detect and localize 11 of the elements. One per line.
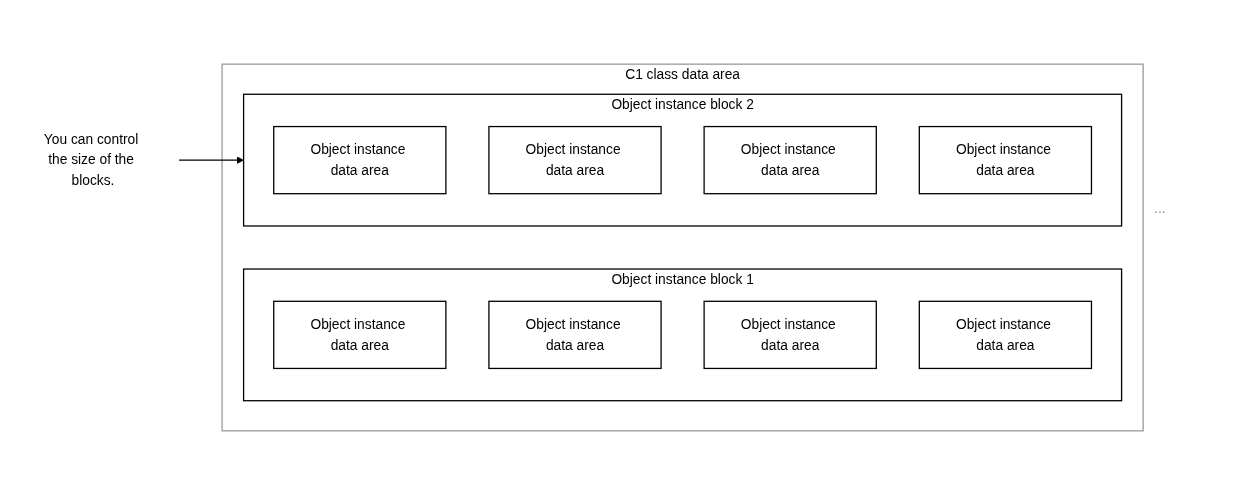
arrow [178,156,244,164]
node-box: Object instance data area [703,125,877,195]
node-box: Object instance data area [273,300,447,370]
node-box: Object instance data area [273,125,447,195]
ellipsis-note: ... [1154,200,1166,216]
node-box: Object instance data area [488,125,662,195]
node-box: Object instance data area [488,300,662,370]
node-box: Object instance data area [918,125,1093,195]
node-box: Object instance data area [703,300,877,370]
node-text: You can control the size of the blocks. [43,131,139,188]
node-box: Object instance data area [918,300,1093,370]
